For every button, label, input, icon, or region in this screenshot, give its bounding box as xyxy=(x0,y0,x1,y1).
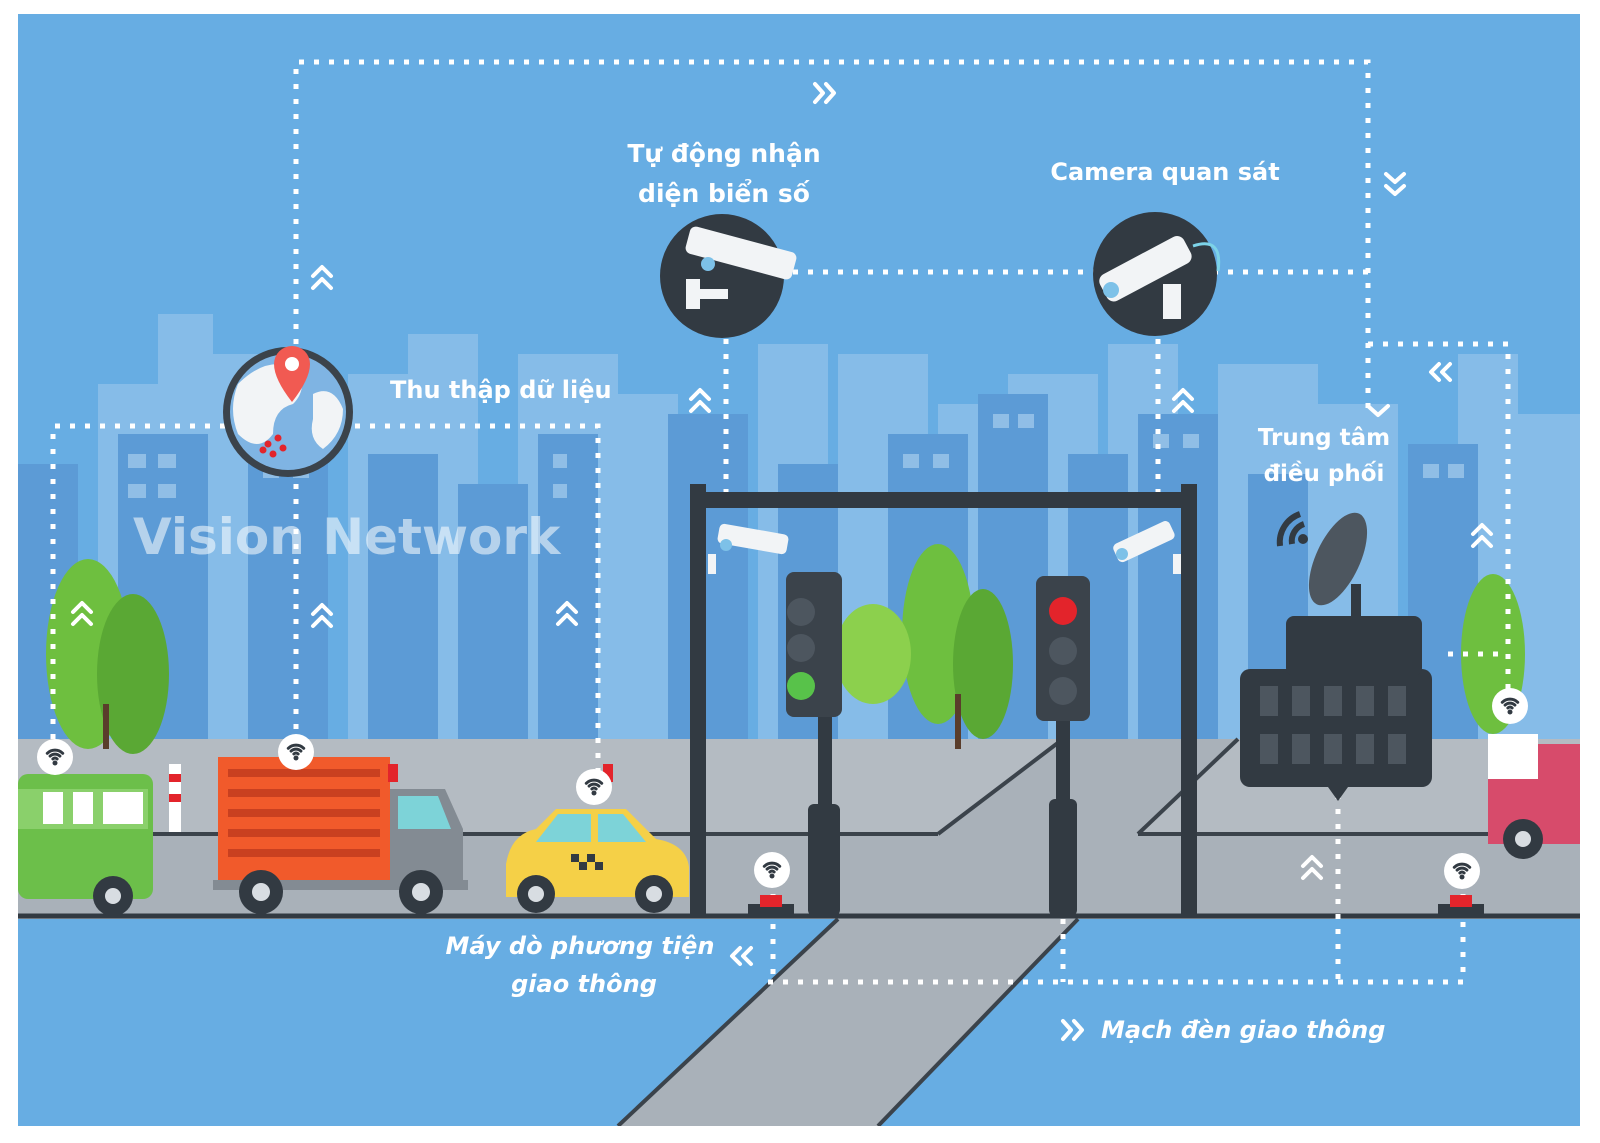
cctv-camera-icon xyxy=(708,523,789,574)
smart-traffic-diagram: Vision Network Thu thập dữ liệu Tự động … xyxy=(18,14,1580,1126)
wifi-signal-icon xyxy=(576,769,612,805)
label-vehicle-detector-line1: Máy dò phương tiện xyxy=(446,932,715,960)
label-control-center-line2: điều phối xyxy=(1264,460,1385,487)
vehicle-detector xyxy=(1438,895,1484,914)
label-surveillance-camera: Camera quan sát xyxy=(1050,158,1279,186)
label-vehicle-detector-line2: giao thông xyxy=(511,970,657,998)
label-control-center-line1: Trung tâm xyxy=(1258,425,1390,451)
surveillance-camera-icon xyxy=(1093,212,1221,336)
road-poles xyxy=(169,764,613,832)
control-center-building xyxy=(1240,616,1432,801)
traffic-light-icon xyxy=(1036,576,1090,916)
green-bus xyxy=(18,774,153,916)
label-traffic-light-circuit: Mạch đèn giao thông xyxy=(1101,1016,1385,1044)
vehicle-detector xyxy=(748,895,794,914)
delivery-truck xyxy=(213,757,468,914)
wifi-badges xyxy=(37,688,1528,889)
curb-line-diag xyxy=(936,737,1065,836)
plate-recognition-camera-icon xyxy=(660,214,797,338)
map-pin-globe-icon xyxy=(223,346,353,477)
crossing-road xyxy=(618,919,1078,1126)
taxi-car xyxy=(506,809,689,913)
traffic-light-icon xyxy=(786,572,842,916)
wifi-signal-icon xyxy=(1444,853,1480,889)
wifi-signal-icon xyxy=(37,739,73,775)
cctv-camera-icon xyxy=(1113,521,1181,574)
wifi-signal-icon xyxy=(278,734,314,770)
wifi-signal-icon xyxy=(1492,688,1528,724)
flow-chevrons xyxy=(71,82,1493,1041)
label-plate-recognition-line2: diện biển số xyxy=(638,178,810,208)
wifi-signal-icon xyxy=(754,852,790,888)
pink-truck xyxy=(1488,734,1580,859)
watermark: Vision Network xyxy=(133,508,562,566)
diagram-canvas: Vision Network Thu thập dữ liệu Tự động … xyxy=(18,14,1580,1126)
satellite-dish-icon xyxy=(1276,511,1368,624)
label-plate-recognition-line1: Tự động nhận xyxy=(627,139,820,168)
traffic-gantry xyxy=(690,484,1197,916)
label-data-collection: Thu thập dữ liệu xyxy=(390,376,612,404)
